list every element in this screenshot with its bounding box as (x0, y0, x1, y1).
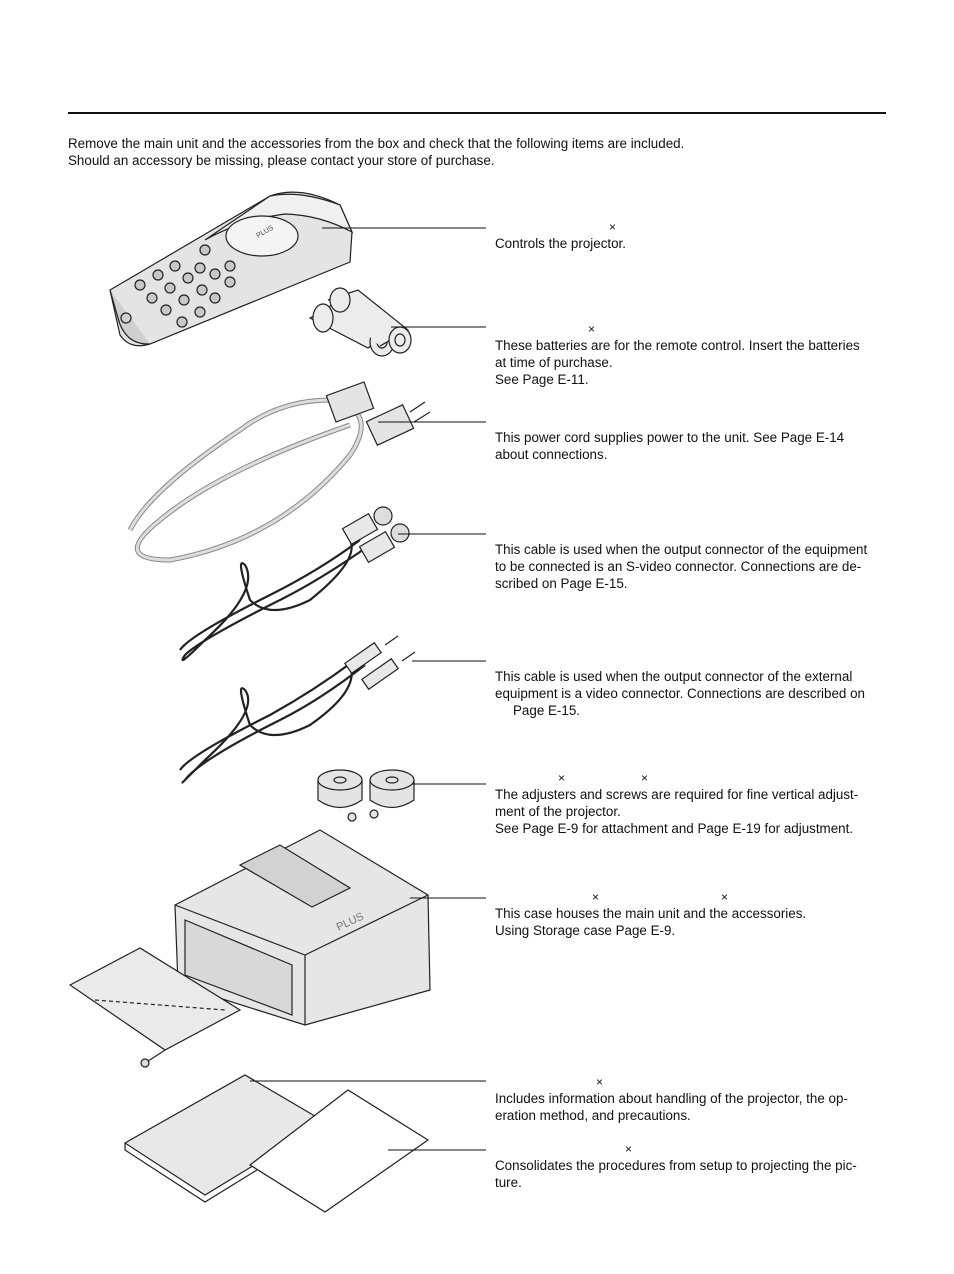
entry-line: at time of purchase. (495, 355, 613, 370)
entry-line: scribed on Page E-15. (495, 576, 628, 591)
entry-video-cable: This cable is used when the output conne… (495, 668, 886, 719)
entry-line: eration method, and precautions. (495, 1108, 691, 1123)
video-cable-illustration (179, 635, 416, 784)
storage-bag-illustration (68, 947, 242, 1068)
entry-line: equipment is a video connector. Connecti… (495, 686, 865, 701)
entry-line: about connections. (495, 447, 608, 462)
entry-line: Page E-15. (513, 703, 580, 718)
entry-guide: × Consolidates the procedures from setup… (495, 1140, 886, 1191)
entry-remote: × Controls the projector. (495, 218, 886, 252)
entry-line: Consolidates the procedures from setup t… (495, 1158, 857, 1173)
multiply-mark: × (641, 771, 649, 785)
entry-batteries: × These batteries are for the remote con… (495, 320, 886, 388)
entry-manual: × Includes information about handling of… (495, 1073, 886, 1124)
intro-line-1: Remove the main unit and the accessories… (68, 136, 685, 151)
multiply-mark: × (609, 220, 617, 234)
entry-line: This power cord supplies power to the un… (495, 430, 845, 445)
entry-line: These batteries are for the remote contr… (495, 338, 860, 353)
svideo-cable-illustration (179, 506, 410, 662)
header-rule (68, 112, 886, 114)
entry-line: See Page E-11. (495, 372, 589, 387)
leader-lines (250, 227, 486, 1151)
entry-line: to be connected is an S-video connector.… (495, 559, 862, 574)
intro-line-2: Should an accessory be missing, please c… (68, 153, 495, 168)
adjusters-illustration (317, 769, 415, 822)
multiply-mark: × (596, 1075, 604, 1089)
entry-storage-case: × × This case houses the main unit and t… (495, 888, 886, 939)
entry-adjusters: × × The adjusters and screws are require… (495, 769, 886, 837)
entry-power-cord: This power cord supplies power to the un… (495, 429, 886, 463)
power-cord-illustration (127, 381, 431, 563)
multiply-mark: × (592, 890, 600, 904)
entry-line: See Page E-9 for attachment and Page E-1… (495, 821, 854, 836)
storage-case-illustration: PLUS (174, 829, 431, 1026)
entry-line: This case houses the main unit and the a… (495, 906, 807, 921)
entry-line: Using Storage case Page E-9. (495, 923, 676, 938)
multiply-mark: × (721, 890, 729, 904)
intro-text: Remove the main unit and the accessories… (68, 135, 886, 169)
entry-line: The adjusters and screws are required fo… (495, 787, 859, 802)
multiply-mark: × (558, 771, 566, 785)
batteries-illustration (308, 287, 412, 357)
entry-line: ture. (495, 1175, 522, 1190)
multiply-mark: × (588, 322, 596, 336)
entry-line: Includes information about handling of t… (495, 1091, 848, 1106)
entry-line: This cable is used when the output conne… (495, 542, 868, 557)
entry-line: ment of the projector. (495, 804, 621, 819)
multiply-mark: × (625, 1142, 633, 1156)
guide-illustration (248, 1089, 430, 1213)
entry-line: Controls the projector. (495, 236, 626, 251)
remote-control-illustration (109, 191, 354, 347)
entry-svideo-cable: This cable is used when the output conne… (495, 541, 886, 592)
entry-line: This cable is used when the output conne… (495, 669, 853, 684)
